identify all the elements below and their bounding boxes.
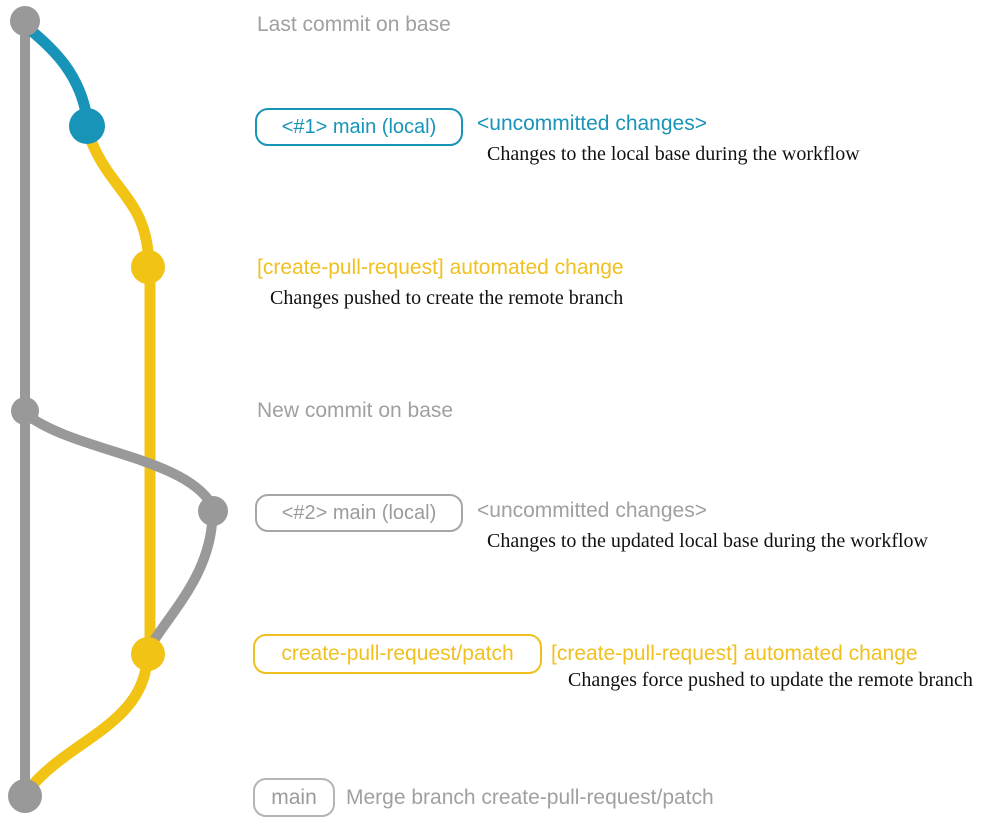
label-new-commit-on-base: New commit on base (257, 399, 454, 422)
commit-node-base-top (10, 6, 40, 36)
label-merge-branch: Merge branch create-pull-request/patch (346, 786, 714, 809)
patch-merge-curve (24, 662, 152, 794)
note-local-base-changes: Changes to the local base during the wor… (487, 143, 860, 165)
commit-node-local-main-1 (69, 108, 105, 144)
badge-main: main (253, 778, 335, 817)
note-changes-pushed: Changes pushed to create the remote bran… (270, 287, 624, 309)
status-uncommitted-changes-2: <uncommitted changes> (477, 499, 707, 522)
status-uncommitted-changes-1: <uncommitted changes> (477, 112, 707, 135)
patch-branch-curve-1 (86, 137, 154, 258)
commit-node-patch-1 (131, 250, 165, 284)
updated-main-branch-out (25, 412, 217, 510)
note-changes-force-pushed: Changes force pushed to update the remot… (568, 669, 973, 691)
badge-create-pull-request-patch: create-pull-request/patch (253, 634, 542, 674)
badge-main-local-1: <#1> main (local) (255, 108, 463, 146)
badge-main-local-2: <#2> main (local) (255, 494, 463, 532)
commit-node-patch-2 (131, 637, 165, 671)
title-automated-change-2: [create-pull-request] automated change (551, 642, 918, 665)
note-updated-local-base-changes: Changes to the updated local base during… (487, 530, 928, 552)
label-last-commit-on-base: Last commit on base (257, 13, 451, 36)
commit-node-local-main-2 (198, 496, 228, 526)
local-main-branch-line (22, 22, 93, 124)
commit-node-base-new (11, 397, 39, 425)
updated-main-branch-return (148, 519, 217, 647)
commit-node-base-merge (8, 779, 42, 813)
title-automated-change-1: [create-pull-request] automated change (257, 256, 624, 279)
